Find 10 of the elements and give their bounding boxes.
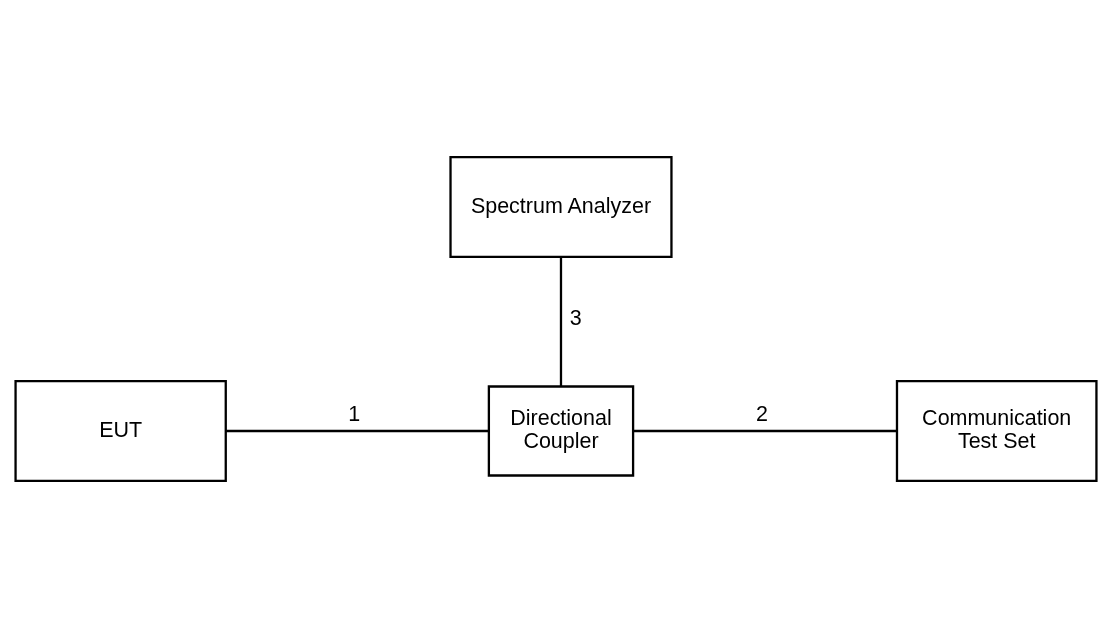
node-box: EUT	[14, 379, 227, 482]
edge-label: 2	[756, 401, 769, 426]
connector	[633, 429, 897, 432]
node-box: Communication Test Set	[895, 379, 1098, 482]
node-box: Directional Coupler	[487, 384, 635, 477]
edge-label: 3	[569, 305, 582, 330]
connector	[559, 256, 563, 386]
edge-label: 1	[348, 401, 361, 426]
connector	[226, 429, 489, 432]
node-box: Spectrum Analyzer	[449, 155, 673, 258]
